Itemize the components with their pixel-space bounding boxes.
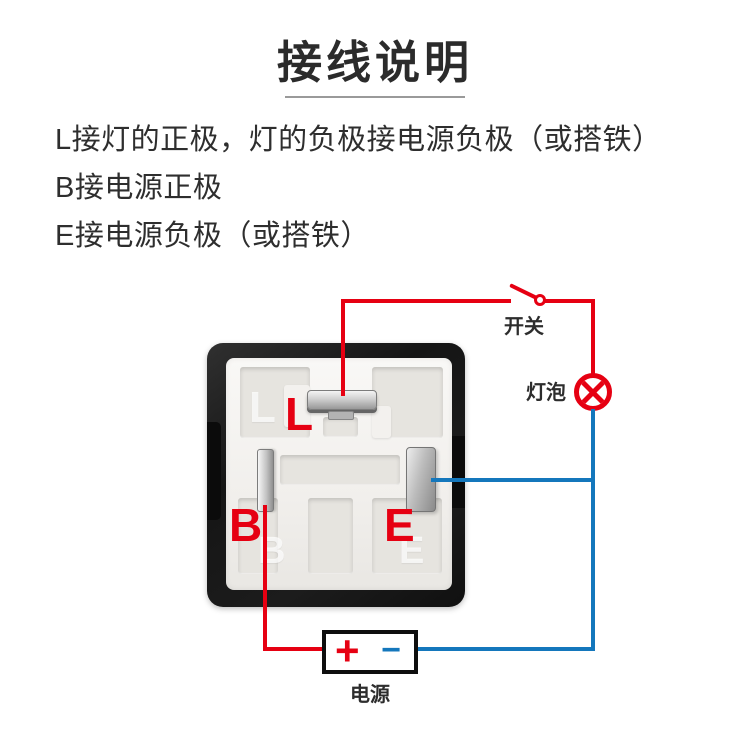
battery-box: + − [322, 626, 418, 674]
battery-plus-sign: + [335, 626, 360, 674]
embossed-letter-e: E [399, 530, 425, 572]
instruction-line-b: B接电源正极 [55, 172, 223, 204]
wire-down-to-bulb [591, 299, 595, 374]
instruction-list: L接灯的正极，灯的负极接电源负极（或搭铁） B接电源正极 E接电源负极（或搭铁） [55, 116, 715, 260]
bulb-icon [574, 373, 612, 411]
page-title: 接线说明 [276, 37, 473, 88]
relay-recess-step [284, 385, 310, 427]
relay-recess-center [323, 417, 358, 437]
terminal-label-l: L [285, 388, 314, 440]
battery-minus-sign: − [381, 631, 401, 669]
bulb-label: 灯泡 [526, 382, 566, 404]
wire-switch-to-corner [545, 299, 595, 303]
switch-contact-icon [534, 294, 546, 306]
instruction-line-l: L接灯的正极，灯的负极接电源负极（或搭铁） [55, 124, 662, 156]
wire-battery-plus [263, 647, 324, 651]
terminal-label-b: B [229, 499, 263, 551]
instruction-line-e: E接电源负极（或搭铁） [55, 220, 370, 252]
wire-bulb-to-battery [591, 409, 595, 651]
switch-label: 开关 [504, 316, 544, 338]
relay-recess-middle [280, 455, 400, 485]
wire-battery-minus [418, 647, 595, 651]
embossed-letter-l: L [249, 383, 276, 432]
wire-top-horizontal [341, 299, 511, 303]
relay-recess-step [372, 406, 391, 438]
title-underline [285, 96, 465, 98]
wire-b-terminal-down [263, 505, 267, 651]
terminal-label-e: E [384, 499, 415, 551]
embossed-letter-b: B [258, 530, 286, 572]
relay-terminal-l-tab [328, 411, 354, 420]
relay-recess-bottom-center [308, 498, 353, 574]
power-label: 电源 [350, 684, 390, 706]
wire-e-terminal [431, 478, 595, 482]
wire-l-terminal-up [341, 299, 345, 396]
relay-side-notch-left [207, 422, 221, 520]
